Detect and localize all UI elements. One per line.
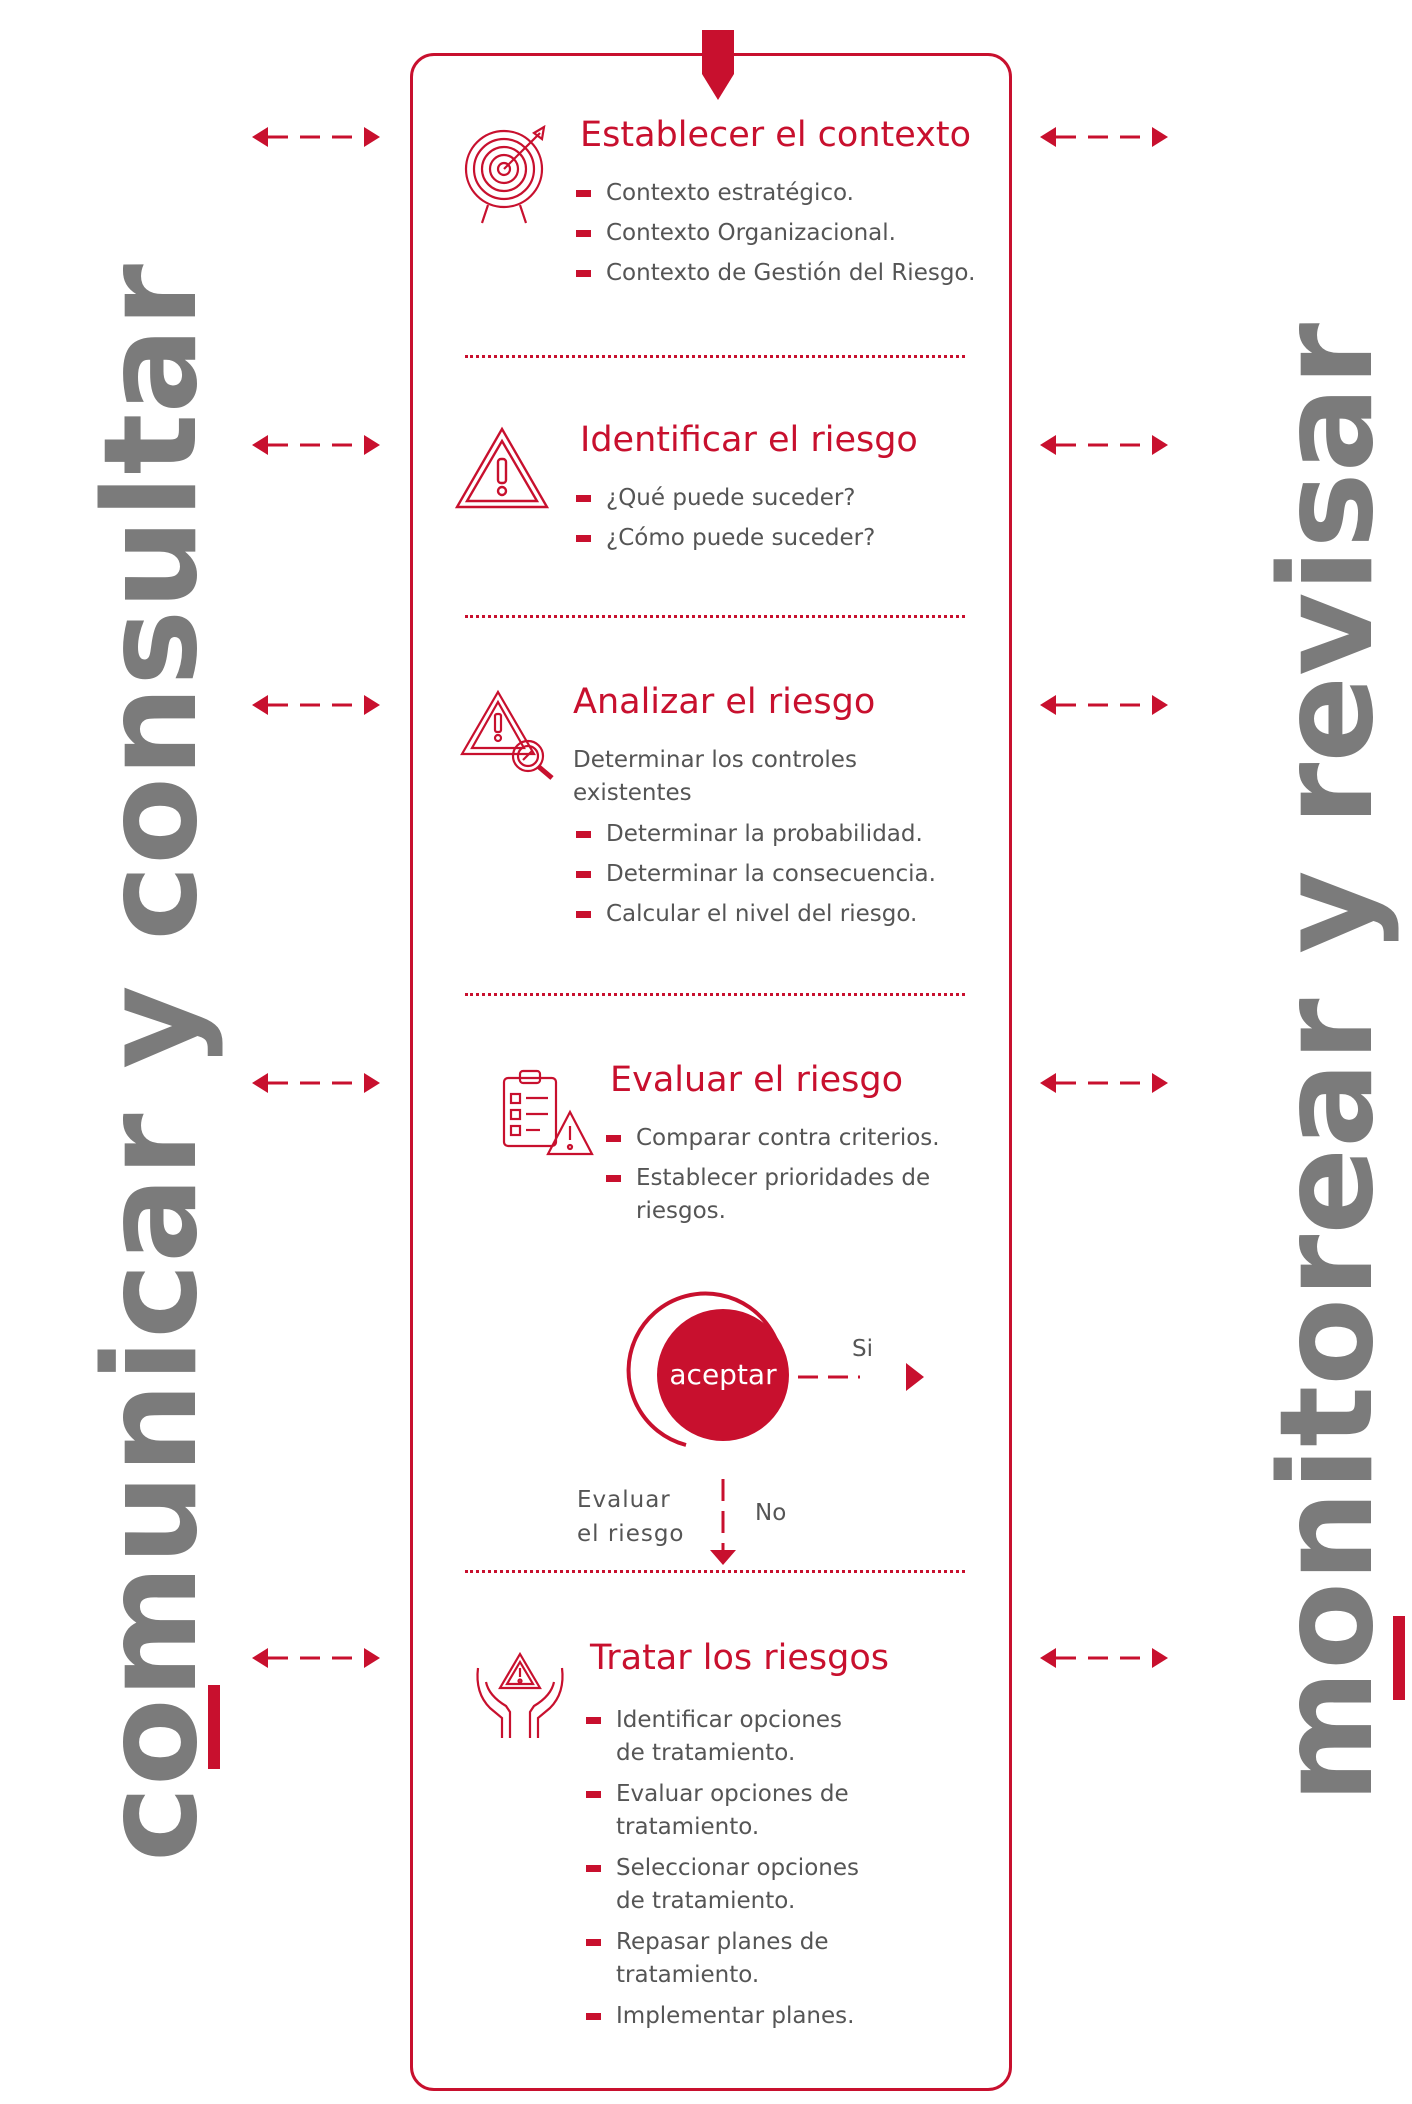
right-arrow-3: [1038, 693, 1170, 717]
bullet-mark: [586, 2013, 601, 2020]
step-2-item: ¿Qué puede suceder?: [576, 482, 856, 515]
bullet-mark: [586, 1939, 601, 1946]
decision-graphic: [626, 1291, 860, 1565]
bullet-mark: [586, 1865, 601, 1872]
step-5-item: Identificar opciones de tratamiento.: [586, 1704, 866, 1770]
step-5-item: Evaluar opciones de tratamiento.: [586, 1778, 866, 1844]
step-1-title: Establecer el contexto: [580, 115, 971, 155]
dotted-separator: [465, 1570, 965, 1573]
step-5-title: Tratar los riesgos: [590, 1638, 890, 1678]
bullet-mark: [576, 831, 591, 838]
right-arrow-1: [1038, 125, 1170, 149]
loop-label: Evaluar el riesgo: [577, 1487, 685, 1547]
right-arrow-5: [1038, 1646, 1170, 1670]
step-2-item: ¿Cómo puede suceder?: [576, 522, 875, 555]
bullet-mark: [576, 911, 591, 918]
checklist-warning-icon: [502, 1069, 594, 1156]
decision-label: aceptar: [669, 1358, 777, 1391]
no-label: No: [755, 1500, 787, 1526]
warning-triangle-icon: [454, 426, 550, 509]
bullet-mark: [586, 1791, 601, 1798]
step-5-item: Seleccionar opciones de tratamiento.: [586, 1852, 866, 1918]
step-5-item: Implementar planes.: [586, 2000, 866, 2033]
hands-warning-icon: [476, 1651, 564, 1738]
bullet-mark: [576, 270, 591, 277]
bullet-mark: [576, 535, 591, 542]
left-arrow-2: [250, 433, 382, 457]
step-4-item: Comparar contra criterios.: [606, 1122, 940, 1155]
bullet-mark: [576, 871, 591, 878]
right-arrow-2: [1038, 433, 1170, 457]
step-3-item: Determinar la probabilidad.: [576, 818, 923, 851]
dotted-separator: [465, 615, 965, 618]
step-1-item: Contexto de Gestión del Riesgo.: [576, 257, 975, 290]
step-4-item: Establecer prioridades de riesgos.: [606, 1162, 956, 1228]
step-3-intro: Determinar los controles existentes: [573, 747, 857, 806]
left-arrow-1: [250, 125, 382, 149]
step-1-item: Contexto Organizacional.: [576, 217, 896, 250]
step-3-title: Analizar el riesgo: [573, 682, 876, 722]
step-3-item: Calcular el nivel del riesgo.: [576, 898, 917, 931]
left-accent-bar: [208, 1685, 220, 1769]
target-icon: [464, 125, 546, 224]
bullet-mark: [576, 495, 591, 502]
dotted-separator: [465, 355, 965, 358]
yes-label: Si: [852, 1336, 873, 1362]
left-arrow-5: [250, 1646, 382, 1670]
step-2-title: Identificar el riesgo: [580, 420, 918, 460]
right-arrow-4: [1038, 1071, 1170, 1095]
step-4-title: Evaluar el riesgo: [610, 1060, 904, 1100]
warning-magnifier-icon: [460, 689, 554, 780]
entry-arrow-icon: [702, 30, 734, 100]
right-accent-bar: [1393, 1616, 1405, 1700]
bullet-mark: [606, 1175, 621, 1182]
yes-arrowhead: [906, 1363, 924, 1391]
bullet-mark: [606, 1135, 621, 1142]
bullet-mark: [576, 230, 591, 237]
step-3-item: Determinar la consecuencia.: [576, 858, 936, 891]
step-5-item: Repasar planes de tratamiento.: [586, 1926, 866, 1992]
step-1-item: Contexto estratégico.: [576, 177, 854, 210]
left-arrow-4: [250, 1071, 382, 1095]
dotted-separator: [465, 993, 965, 996]
bullet-mark: [586, 1717, 601, 1724]
left-arrow-3: [250, 693, 382, 717]
bullet-mark: [576, 190, 591, 197]
